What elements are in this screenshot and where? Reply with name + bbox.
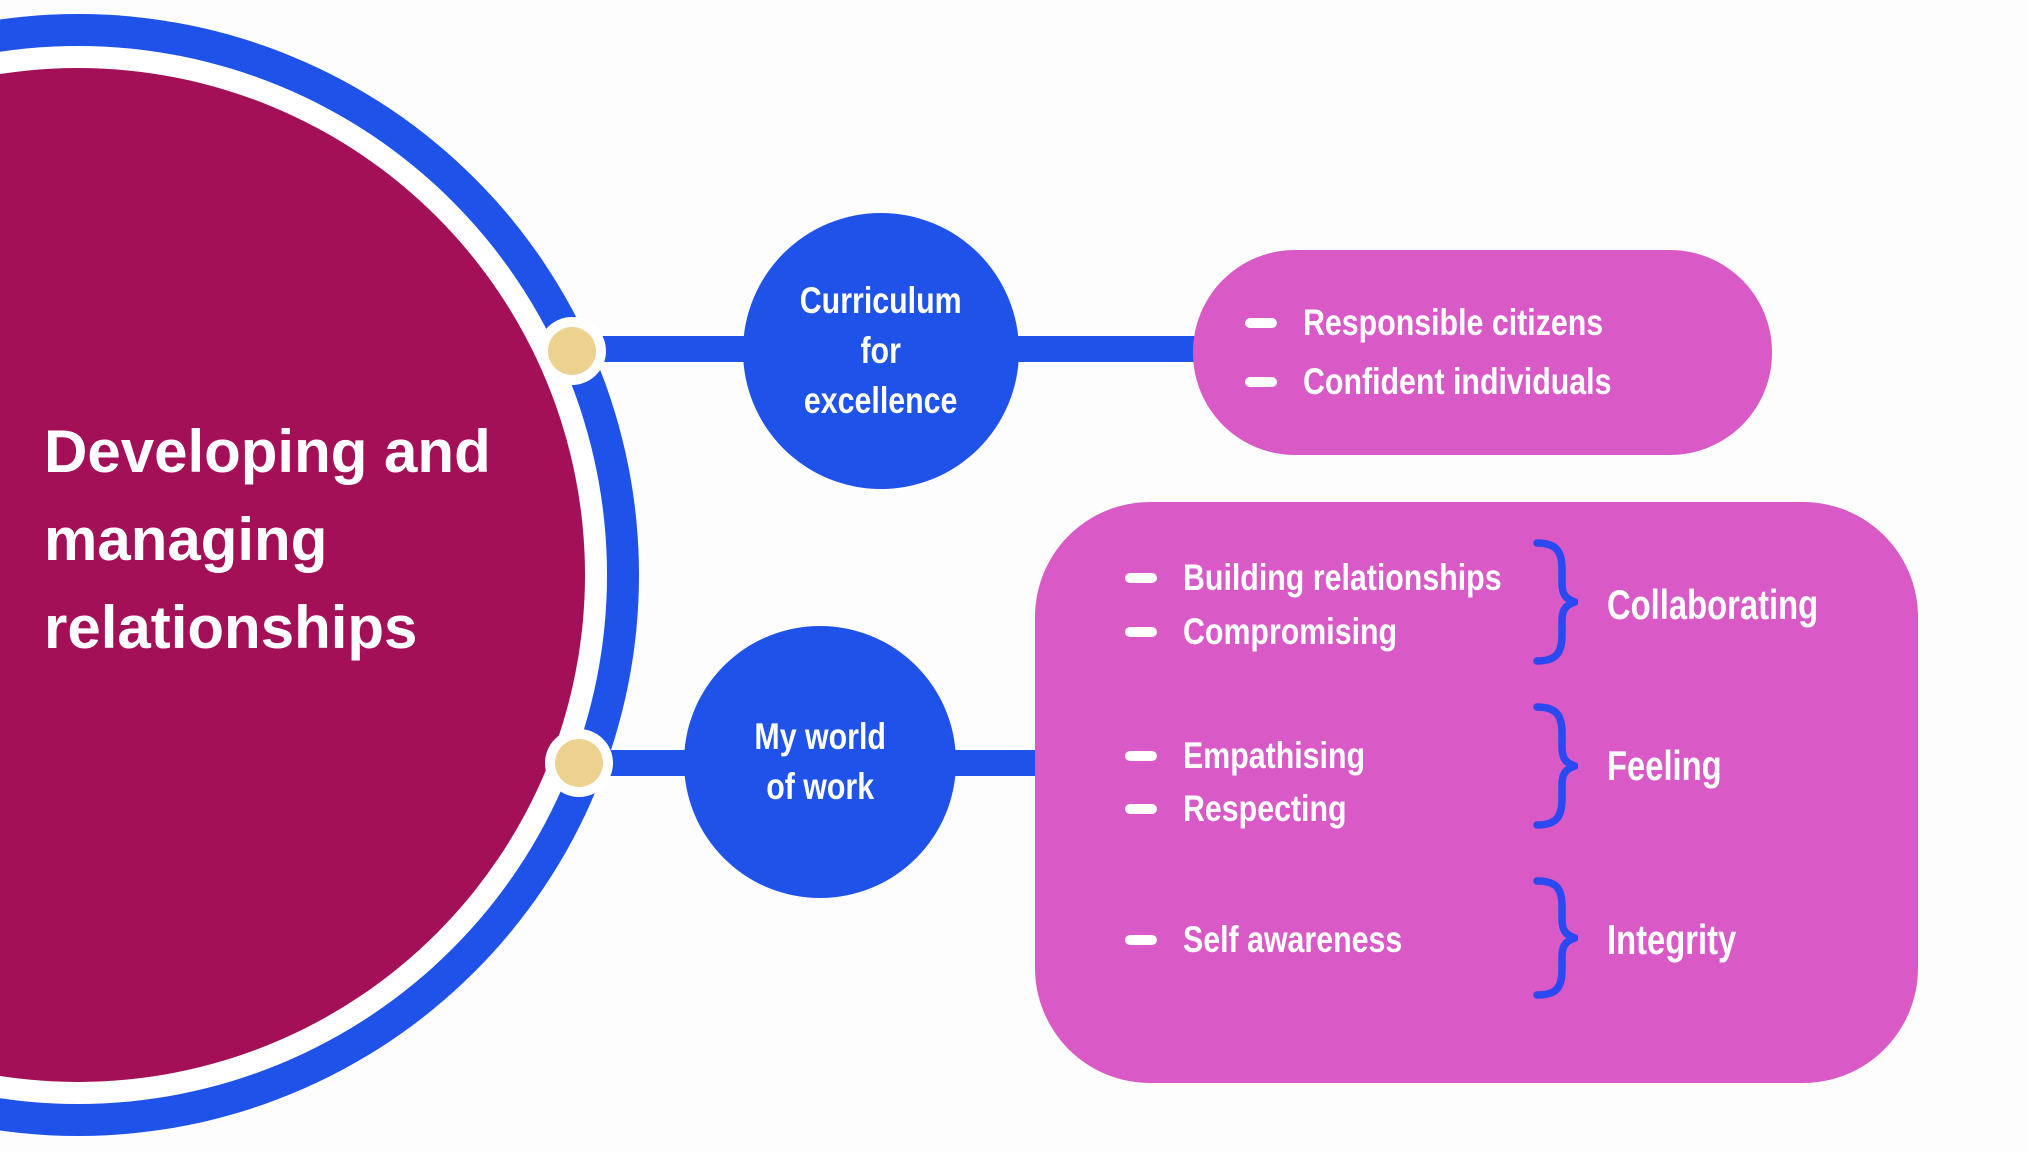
branch-circle-world-of-work-label: My world of work: [754, 712, 885, 812]
curly-brace-icon: [1533, 703, 1578, 829]
list-item: Compromising: [1125, 610, 1444, 654]
category-label: Collaborating: [1607, 581, 1819, 628]
list-item: Respecting: [1125, 787, 1382, 831]
bullet-dash-icon: [1245, 377, 1277, 387]
list-item-label: Empathising: [1183, 735, 1366, 776]
branch-circle-curriculum-label: Curriculum for excellence: [800, 276, 962, 426]
curly-brace-icon: [1533, 539, 1578, 665]
curly-brace-icon: [1533, 877, 1578, 999]
bullet-dash-icon: [1125, 627, 1157, 637]
list-item-label: Building relationships: [1183, 557, 1502, 598]
bullet-dash-icon: [1125, 751, 1157, 761]
list-item-label: Confident individuals: [1303, 361, 1612, 402]
root-title-line-1: Developing and: [44, 418, 491, 485]
world-of-work-line-2: of work: [766, 766, 874, 807]
root-title-line-2: managing: [44, 506, 328, 573]
category-label: Integrity: [1607, 916, 1737, 963]
world-of-work-line-1: My world: [754, 716, 886, 757]
bullet-dash-icon: [1245, 318, 1277, 328]
branch-circle-curriculum: Curriculum for excellence: [743, 213, 1019, 489]
branch-circle-world-of-work: My world of work: [684, 626, 956, 898]
list-item: Confident individuals: [1245, 360, 1772, 404]
list-item-label: Self awareness: [1183, 919, 1403, 960]
root-title-line-3: relationships: [44, 594, 418, 661]
bullet-dash-icon: [1125, 804, 1157, 814]
category-label: Feeling: [1607, 742, 1722, 789]
list-item-label: Compromising: [1183, 611, 1398, 652]
ring-anchor-node-bottom: [555, 739, 603, 787]
bullet-dash-icon: [1125, 935, 1157, 945]
curriculum-line-3: excellence: [804, 380, 958, 421]
root-topic-title: Developing and managing relationships: [44, 408, 491, 672]
list-item-label: Responsible citizens: [1303, 302, 1604, 343]
bullet-dash-icon: [1125, 573, 1157, 583]
detail-box-world-of-work: Building relationships Compromising Coll…: [1035, 502, 1918, 1083]
list-item: Self awareness: [1125, 918, 1450, 962]
ring-anchor-node-top: [548, 327, 596, 375]
detail-box-curriculum: Responsible citizens Confident individua…: [1193, 250, 1772, 455]
list-item: Building relationships: [1125, 556, 1572, 600]
curriculum-line-1: Curriculum: [800, 280, 962, 321]
list-item: Empathising: [1125, 734, 1405, 778]
list-item: Responsible citizens: [1245, 301, 1772, 345]
curriculum-line-2: for: [860, 330, 902, 371]
list-item-label: Respecting: [1183, 788, 1347, 829]
